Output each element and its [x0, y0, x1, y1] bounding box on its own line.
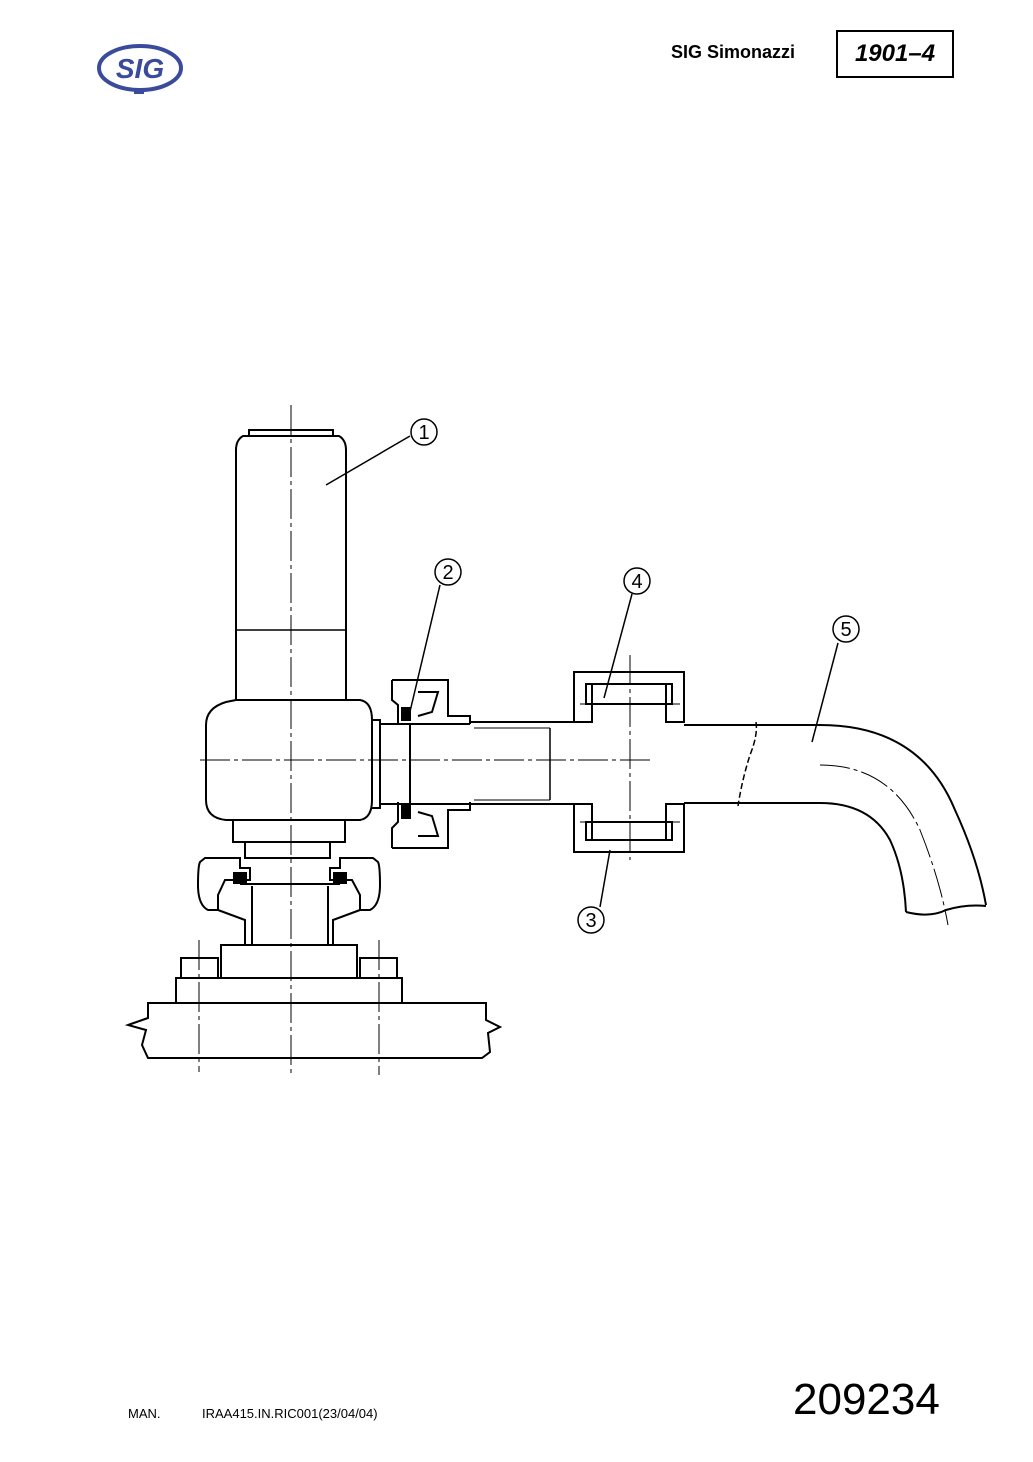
- document-code: 1901–4: [836, 30, 954, 78]
- callout-4: 4: [623, 567, 651, 595]
- base-plate: [124, 944, 503, 1059]
- centerlines: [198, 405, 650, 1075]
- svg-text:5: 5: [840, 619, 851, 641]
- logo-text: SIG: [116, 53, 164, 84]
- svg-text:4: 4: [631, 571, 642, 593]
- callout-5: 5: [832, 615, 860, 643]
- sig-logo: SIG: [97, 44, 183, 94]
- part-5-bent-pipe: [684, 721, 987, 926]
- footer-man-label: MAN.: [128, 1406, 161, 1421]
- document-code-text: 1901–4: [854, 40, 936, 67]
- callout-1: 1: [410, 418, 438, 446]
- part-2-coupling: [372, 679, 471, 849]
- part-3-4-clamp: [573, 671, 685, 853]
- svg-text:2: 2: [442, 562, 453, 584]
- leader-lines: [325, 435, 839, 908]
- footer-reference: IRAA415.IN.RIC001(23/04/04): [202, 1406, 378, 1421]
- horizontal-pipe: [470, 721, 574, 805]
- lower-coupling: [196, 842, 382, 945]
- company-name: SIG Simonazzi: [671, 42, 796, 62]
- part-1-cylinder: [205, 429, 373, 843]
- callout-2: 2: [434, 558, 462, 586]
- page-number: 209234: [793, 1375, 940, 1424]
- callout-3: 3: [577, 906, 605, 934]
- svg-text:1: 1: [418, 422, 429, 444]
- svg-text:3: 3: [585, 910, 596, 932]
